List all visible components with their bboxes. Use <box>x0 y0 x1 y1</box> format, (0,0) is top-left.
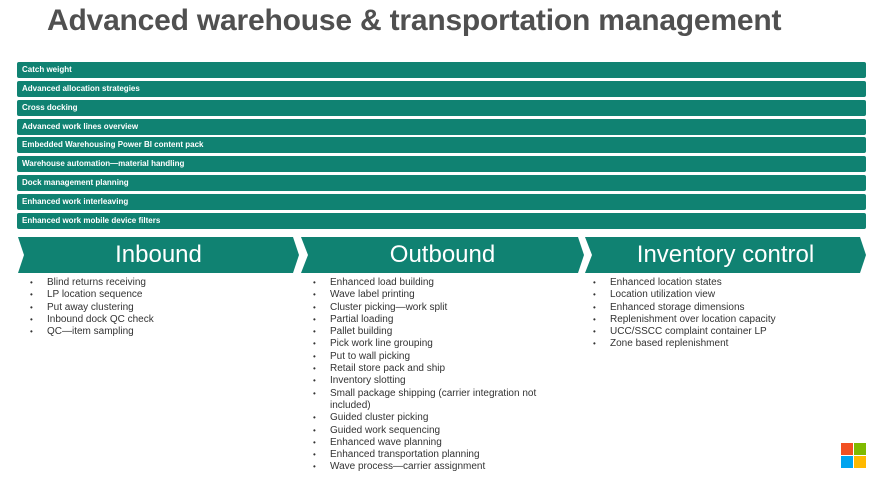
inventory-control-heading: Inventory control <box>585 237 866 273</box>
list-item: Inbound dock QC check <box>25 314 285 327</box>
list-item: Blind returns receiving <box>25 277 285 290</box>
feature-bar-power-bi-content-pack: Embedded Warehousing Power BI content pa… <box>17 137 866 154</box>
list-item: Put away clustering <box>25 302 285 315</box>
logo-green-square <box>854 443 866 455</box>
list-item: Location utilization view <box>588 289 858 302</box>
list-item: Replenishment over location capacity <box>588 314 858 327</box>
list-item: Guided cluster picking <box>308 412 563 425</box>
list-item: Inventory slotting <box>308 375 563 388</box>
list-item: Pick work line grouping <box>308 338 563 351</box>
logo-yellow-square <box>854 456 866 468</box>
inbound-list: Blind returns receiving LP location sequ… <box>25 277 285 339</box>
list-item: Enhanced location states <box>588 277 858 290</box>
list-item: Retail store pack and ship <box>308 363 563 376</box>
list-item: Put to wall picking <box>308 351 563 364</box>
list-item: LP location sequence <box>25 289 285 302</box>
page-title: Advanced warehouse & transportation mana… <box>47 4 782 37</box>
feature-bar-allocation-strategies: Advanced allocation strategies <box>17 80 866 97</box>
list-item: Enhanced storage dimensions <box>588 302 858 315</box>
list-item: Cluster picking—work split <box>308 302 563 315</box>
list-item: Guided work sequencing <box>308 425 563 438</box>
inventory-control-list: Enhanced location states Location utiliz… <box>588 277 858 351</box>
microsoft-logo-icon <box>841 443 866 468</box>
feature-bar-warehouse-automation: Warehouse automation—material handling <box>17 156 866 173</box>
list-item: Wave label printing <box>308 289 563 302</box>
feature-bar-mobile-device-filters: Enhanced work mobile device filters <box>17 212 866 229</box>
feature-bar-catch-weight: Catch weight <box>17 62 866 78</box>
list-item: Enhanced transportation planning <box>308 449 563 462</box>
feature-bar-list: Catch weight Advanced allocation strateg… <box>17 62 866 232</box>
list-item: Wave process—carrier assignment <box>308 461 563 474</box>
outbound-heading: Outbound <box>301 237 584 273</box>
inbound-heading: Inbound <box>18 237 299 273</box>
list-item: Enhanced load building <box>308 277 563 290</box>
list-item: Enhanced wave planning <box>308 437 563 450</box>
feature-bar-work-lines-overview: Advanced work lines overview <box>17 118 866 135</box>
outbound-list: Enhanced load building Wave label printi… <box>308 277 563 474</box>
list-item: Small package shipping (carrier integrat… <box>308 388 563 413</box>
list-item: Pallet building <box>308 326 563 339</box>
logo-red-square <box>841 443 853 455</box>
feature-bar-work-interleaving: Enhanced work interleaving <box>17 193 866 210</box>
list-item: QC—item sampling <box>25 326 285 339</box>
logo-blue-square <box>841 456 853 468</box>
feature-bar-dock-management: Dock management planning <box>17 175 866 192</box>
list-item: UCC/SSCC complaint container LP <box>588 326 858 339</box>
list-item: Partial loading <box>308 314 563 327</box>
feature-bar-cross-docking: Cross docking <box>17 99 866 116</box>
list-item: Zone based replenishment <box>588 338 858 351</box>
